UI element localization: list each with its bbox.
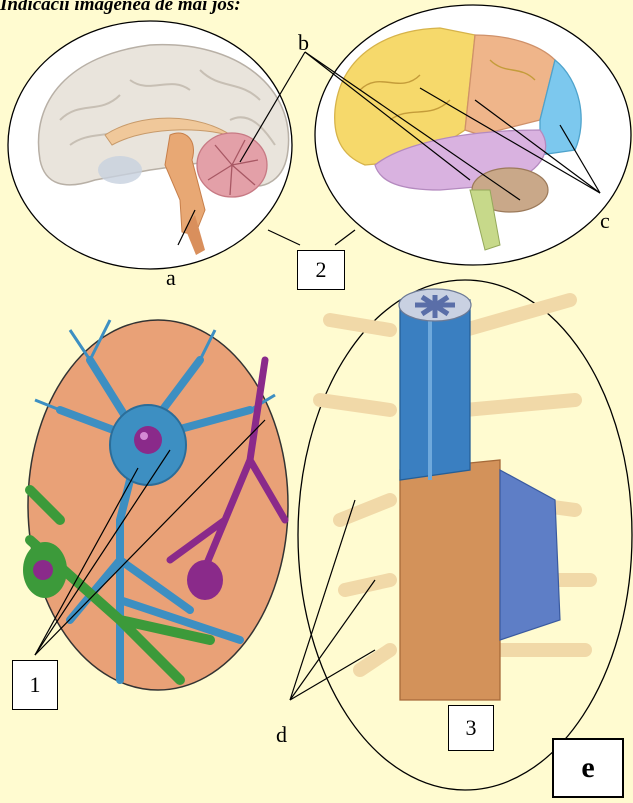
label-c: c xyxy=(600,208,610,234)
number-box-1: 1 xyxy=(12,660,58,710)
label-b: b xyxy=(298,30,309,56)
neuron-figure xyxy=(23,320,288,690)
letter-box-e: e xyxy=(552,738,624,798)
neuron-oval xyxy=(28,320,288,690)
lateral-brain-figure xyxy=(315,5,631,265)
spinal-cord xyxy=(400,300,470,480)
number-box-3: 3 xyxy=(448,705,494,751)
label-a: a xyxy=(166,265,176,291)
label-d: d xyxy=(276,722,287,748)
number-box-2: 2 xyxy=(297,250,345,290)
cerebellum xyxy=(197,133,267,197)
spinal-sheath xyxy=(400,460,500,700)
